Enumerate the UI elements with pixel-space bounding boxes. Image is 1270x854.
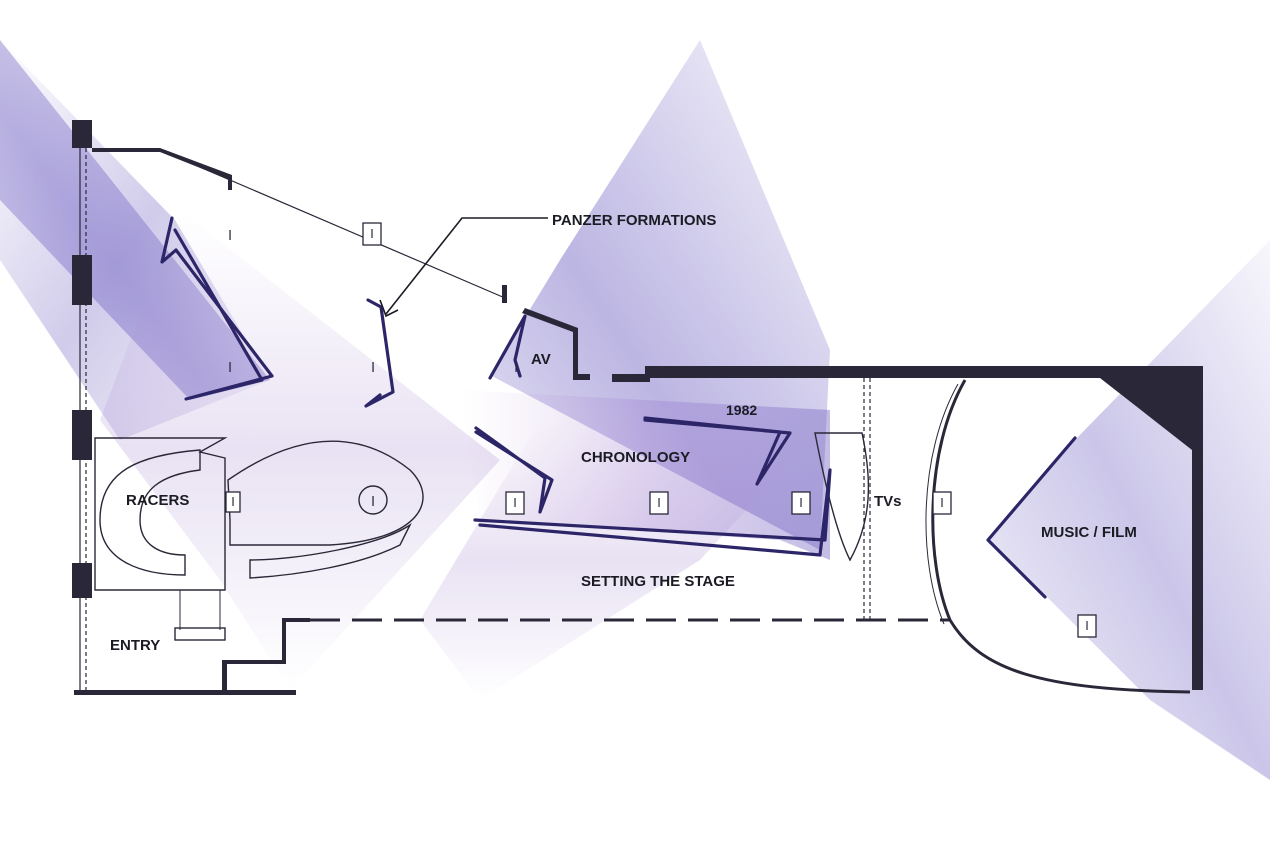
beam-panzer <box>100 210 500 690</box>
racers-label: RACERS <box>126 492 189 509</box>
racers-structure <box>94 437 424 641</box>
steel-i-beam-icon: I <box>514 361 518 376</box>
racers-triangle <box>160 216 274 401</box>
exhibit-sketches <box>160 216 1077 599</box>
svg-text:I: I <box>231 495 235 509</box>
steel-i-beam-icon: I <box>791 491 811 515</box>
setting-stage-wall <box>473 468 832 557</box>
music-film-wall <box>986 436 1077 599</box>
steel-i-beam-icon: I <box>932 491 952 515</box>
beam-music-film <box>990 240 1270 780</box>
chronology-lower <box>474 426 554 514</box>
steel-i-beam-icon: I <box>362 222 382 246</box>
beam-chronology-lower <box>420 420 820 700</box>
panzer-callout <box>379 217 548 318</box>
steel-i-beam-icon: I <box>1077 614 1097 638</box>
entry-label: ENTRY <box>110 637 160 654</box>
svg-text:I: I <box>940 496 944 510</box>
steel-i-beam-icon: I <box>228 361 232 376</box>
panzer-wall <box>364 298 395 408</box>
steel-i-beam-icon: I <box>225 491 241 513</box>
steel-i-beam-icon: I <box>649 491 669 515</box>
svg-text:I: I <box>1085 619 1089 633</box>
chronology-label: CHRONOLOGY <box>581 449 690 466</box>
av-wall <box>488 314 527 380</box>
svg-text:I: I <box>657 496 661 510</box>
chronology-upper <box>643 416 792 486</box>
panzer-formations-label: PANZER FORMATIONS <box>552 212 716 229</box>
svg-text:I: I <box>513 496 517 510</box>
walls <box>72 120 1203 695</box>
steel-i-beam-icon: I <box>228 229 232 244</box>
steel-i-beam-icon: I <box>371 361 375 376</box>
steel-i-beam-icon: I <box>505 491 525 515</box>
steel-i-beam-icon: I <box>371 495 375 510</box>
av-label: AV <box>531 351 551 368</box>
tvs-label: TVs <box>874 493 902 510</box>
light-beams <box>0 40 1270 780</box>
columns: I I I I I I I I I I I I <box>225 222 1097 638</box>
zone-labels: PANZER FORMATIONS AV 1982 CHRONOLOGY RAC… <box>110 212 1137 654</box>
music-film-label: MUSIC / FILM <box>1041 524 1137 541</box>
svg-text:I: I <box>370 227 374 241</box>
year-label: 1982 <box>726 402 757 418</box>
svg-text:I: I <box>799 496 803 510</box>
setting-the-stage-label: SETTING THE STAGE <box>581 573 735 590</box>
